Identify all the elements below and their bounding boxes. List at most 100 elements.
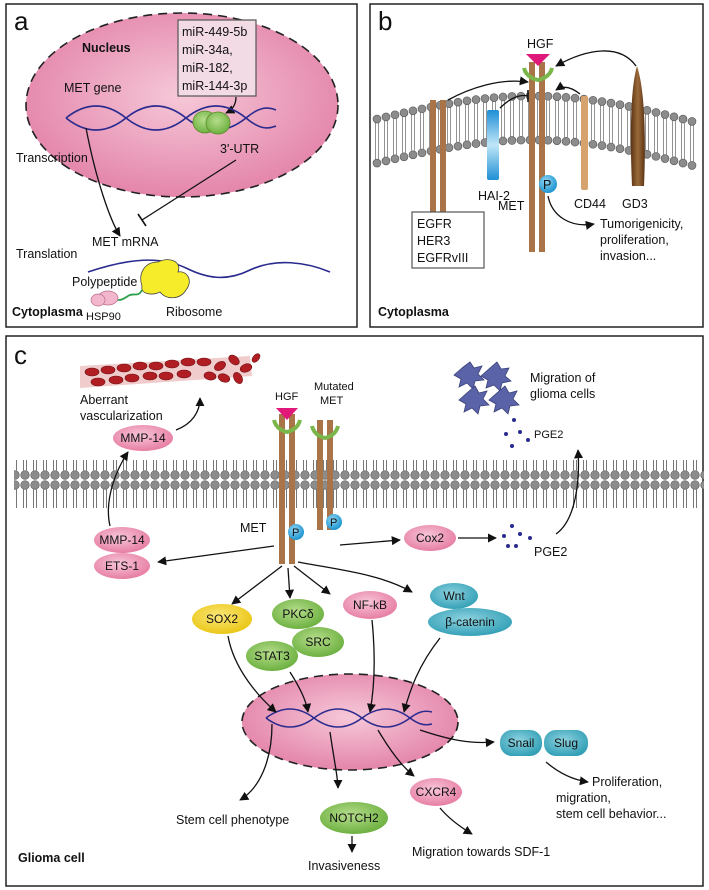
lipid-tail — [393, 118, 397, 155]
lipid-tail — [447, 107, 451, 144]
hai2-label: HAI-2 — [478, 189, 510, 203]
lipid-head — [498, 92, 508, 102]
lipid-head — [588, 139, 598, 149]
dna-helix — [65, 105, 277, 131]
lipid-tail — [672, 120, 676, 157]
aberrant-line: Aberrant — [80, 393, 128, 407]
ribosome-shape — [140, 259, 190, 299]
lipid-head — [408, 106, 418, 116]
lipid-head — [507, 136, 517, 145]
lipid-tail — [627, 110, 631, 147]
pkcd-oval — [272, 599, 324, 629]
outcome-line: Tumorigenicity, — [600, 217, 683, 231]
ets1-label: ETS-1 — [105, 559, 139, 573]
lipid-tail — [420, 112, 424, 149]
lipid-head — [372, 158, 382, 168]
mmp14-arrow — [107, 451, 129, 527]
lipid-head — [372, 114, 382, 124]
lipid-head — [471, 139, 481, 148]
cox2-label: Cox2 — [416, 531, 444, 545]
mmp14-top-oval — [113, 425, 173, 451]
egfr-bar — [430, 100, 436, 244]
lipid-head — [408, 150, 418, 160]
met-gene-label: MET gene — [64, 81, 121, 95]
snail-arrow — [419, 729, 495, 748]
lipid-tail — [654, 116, 658, 153]
wnt-oval — [430, 583, 478, 609]
panel-b-frame — [369, 3, 704, 328]
nfkb-to-dna-arrow — [366, 619, 376, 713]
mmp14-up-arrow — [175, 397, 205, 431]
cxcr4-arrow — [377, 729, 415, 777]
lipid-head — [660, 110, 670, 119]
outcome-line: stem cell behavior... — [556, 807, 666, 821]
snail-oval — [500, 730, 542, 756]
lipid-head — [687, 117, 697, 126]
panel-a-letter: a — [14, 6, 29, 36]
lipid-tail — [564, 101, 568, 138]
met-bar — [279, 414, 285, 564]
met-mrna-label: MET mRNA — [92, 235, 159, 249]
cd44-label: CD44 — [574, 197, 606, 211]
mutated-met-bar — [327, 420, 333, 530]
cox2-arrow — [339, 536, 401, 546]
lipid-head — [417, 104, 427, 114]
wnt-arrow — [297, 561, 413, 593]
pge2-dots-bottom — [502, 524, 532, 548]
lipid-head — [669, 112, 679, 122]
lipid-head — [678, 114, 688, 124]
egfr-line: EGFR — [417, 217, 452, 231]
lipid-tail — [375, 123, 379, 160]
hsp90-label: HSP90 — [86, 311, 121, 323]
lipid-tail — [510, 100, 514, 137]
lipid-tail — [681, 123, 685, 160]
lipid-head — [462, 96, 472, 106]
region-label: Cytoplasma — [12, 305, 84, 319]
egfr-box: EGFR HER3 EGFRvIII — [411, 211, 485, 269]
pge2-up-arrow — [555, 449, 584, 535]
egfr-arrow — [447, 76, 529, 101]
panel-a: a Nucleus miR-449-5b miR-34a, miR-182, m… — [5, 3, 358, 328]
lipid-head — [417, 148, 427, 158]
lipid-tail — [402, 116, 406, 153]
lipid-head — [453, 141, 463, 151]
region-label: Cytoplasma — [378, 305, 450, 319]
lipid-head — [606, 142, 616, 152]
lipid-tail — [465, 104, 469, 141]
nucleus-label: Nucleus — [82, 41, 131, 55]
pkcd-label: PKCδ — [282, 607, 314, 621]
mirna-line: miR-34a, — [182, 43, 233, 57]
lipid-head — [552, 92, 562, 101]
panel-b: b HAI-2 HGF P MET CD44 GD3 EGFR — [369, 3, 704, 328]
lipid-head — [570, 137, 580, 147]
lipid-head — [462, 140, 472, 150]
phospho-label: P — [330, 517, 337, 529]
met-bar — [539, 62, 545, 252]
lipid-head — [651, 152, 661, 161]
egfr-bar — [440, 100, 446, 244]
ets1-arrow — [157, 545, 275, 566]
inhibition-line — [141, 159, 237, 221]
lipid-head — [597, 97, 607, 106]
lipid-tail — [474, 103, 478, 140]
lipid-tail — [600, 105, 604, 142]
pge2-dots-top — [504, 418, 530, 448]
met-label: MET — [240, 521, 267, 535]
hgf-ligand — [526, 54, 550, 66]
inhibition-bar — [137, 213, 147, 227]
lipid-head — [615, 100, 625, 109]
phospho-icon — [288, 524, 304, 540]
panel-c-letter: c — [14, 340, 27, 370]
lipid-tail — [555, 100, 559, 137]
membrane-b — [371, 99, 702, 172]
stat3-to-dna-arrow — [289, 671, 312, 713]
egfr-line: EGFRvIII — [417, 251, 468, 265]
mmp14-oval — [94, 527, 150, 553]
lipid-tail — [663, 118, 667, 155]
cd44-bar — [581, 96, 588, 190]
transcription-arrow — [85, 127, 121, 237]
ribosome-label: Ribosome — [166, 305, 222, 319]
stat3-oval — [246, 641, 298, 671]
met-bar — [289, 414, 295, 564]
outcome-line: proliferation, — [600, 233, 669, 247]
